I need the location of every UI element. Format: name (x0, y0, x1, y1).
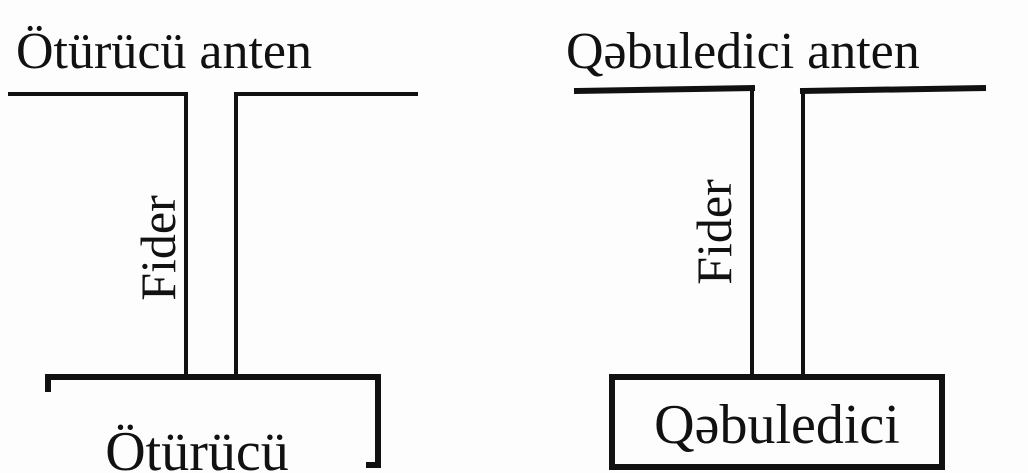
receiver-antenna-label: Qəbuledici anten (566, 23, 920, 80)
receiver-antenna-right-arm (799, 84, 987, 95)
transmitter-block-label: Ötürücü (105, 421, 289, 473)
receiver-feeder-label: Fider (686, 179, 742, 285)
transmitter-block (45, 374, 381, 468)
transmitter-antenna-label: Ötürücü anten (16, 23, 312, 80)
transmitter-feeder-label: Fider (130, 195, 186, 301)
transmitter-antenna (8, 92, 418, 377)
receiver-system: Qəbuledici anten Fider Qəbuledici (566, 23, 987, 470)
transmitter-antenna-left-arm (8, 92, 188, 377)
receiver-antenna (573, 84, 987, 377)
transmitter-antenna-right-arm (234, 92, 418, 377)
transmitter-system: Ötürücü anten Fider Ötürücü (8, 23, 418, 473)
receiver-block (609, 374, 945, 470)
receiver-block-label: Qəbuledici (654, 394, 900, 456)
receiver-antenna-left-arm (573, 84, 756, 95)
